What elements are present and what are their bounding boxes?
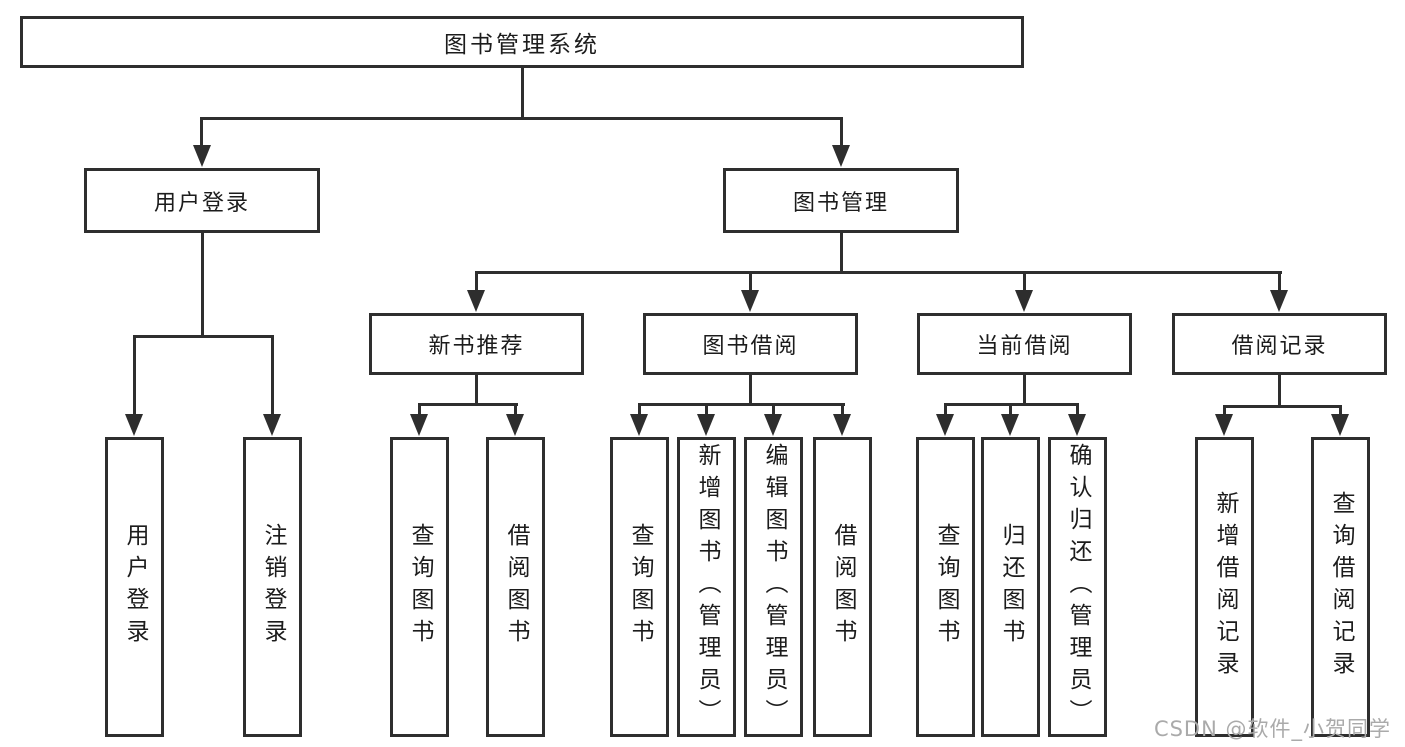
arrow-down-icon [263, 414, 281, 436]
arrow-down-icon [467, 290, 485, 312]
connector-line [521, 68, 524, 118]
leaf-logout: 注销登录 [243, 437, 302, 737]
arrow-down-icon [741, 290, 759, 312]
connector-line [475, 271, 1282, 274]
connector-line [514, 403, 517, 418]
arrow-down-icon [833, 414, 851, 436]
leaf-records-query-record: 查询借阅记录 [1311, 437, 1370, 737]
connector-line [201, 117, 843, 120]
connector-line [840, 233, 843, 273]
leaf-borrow-edit-books-admin: 编辑图书（管理员） [744, 437, 803, 737]
leaf-current-query-books: 查询图书 [916, 437, 975, 737]
leaf-rec-query-books: 查询图书 [390, 437, 449, 737]
connector-line [638, 403, 845, 406]
leaf-rec-borrow-books: 借阅图书 [486, 437, 545, 737]
node-current-borrow: 当前借阅 [917, 313, 1132, 375]
connector-line [1076, 403, 1079, 418]
leaf-borrow-query-books: 查询图书 [610, 437, 669, 737]
arrow-down-icon [506, 414, 524, 436]
leaf-records-add-record: 新增借阅记录 [1195, 437, 1254, 737]
node-borrow-records: 借阅记录 [1172, 313, 1387, 375]
arrow-down-icon [1015, 290, 1033, 312]
connector-line [1009, 403, 1012, 418]
connector-line [705, 403, 708, 418]
connector-line [944, 403, 947, 418]
connector-line [1023, 271, 1026, 294]
leaf-user-login: 用户登录 [105, 437, 164, 737]
connector-line [1278, 271, 1281, 294]
connector-line [133, 335, 274, 338]
connector-line [772, 403, 775, 418]
connector-line [749, 271, 752, 294]
node-book-management: 图书管理 [723, 168, 959, 233]
leaf-current-confirm-return-admin: 确认归还（管理员） [1048, 437, 1107, 737]
connector-line [475, 271, 478, 294]
connector-line [201, 233, 204, 337]
connector-line [1339, 405, 1342, 418]
connector-line [418, 403, 518, 406]
connector-line [840, 117, 843, 149]
arrow-down-icon [1001, 414, 1019, 436]
node-user-login: 用户登录 [84, 168, 320, 233]
connector-line [1278, 375, 1281, 408]
arrow-down-icon [1215, 414, 1233, 436]
leaf-borrow-borrow-books: 借阅图书 [813, 437, 872, 737]
arrow-down-icon [832, 145, 850, 167]
connector-line [1023, 375, 1026, 406]
arrow-down-icon [410, 414, 428, 436]
arrow-down-icon [936, 414, 954, 436]
arrow-down-icon [1331, 414, 1349, 436]
node-book-borrow: 图书借阅 [643, 313, 858, 375]
csdn-watermark: CSDN @软件_小贺同学 [1153, 717, 1391, 741]
node-root-system: 图书管理系统 [20, 16, 1024, 68]
connector-line [200, 117, 203, 149]
arrow-down-icon [193, 145, 211, 167]
connector-line [841, 403, 844, 418]
arrow-down-icon [697, 414, 715, 436]
connector-line [1223, 405, 1342, 408]
connector-line [418, 403, 421, 418]
connector-line [133, 335, 136, 418]
arrow-down-icon [1270, 290, 1288, 312]
connector-line [271, 335, 274, 418]
leaf-current-return-books: 归还图书 [981, 437, 1040, 737]
connector-line [475, 375, 478, 406]
node-new-book-recommend: 新书推荐 [369, 313, 584, 375]
arrow-down-icon [764, 414, 782, 436]
connector-line [638, 403, 641, 418]
arrow-down-icon [125, 414, 143, 436]
arrow-down-icon [1068, 414, 1086, 436]
connector-line [749, 375, 752, 406]
connector-line [1223, 405, 1226, 418]
leaf-borrow-add-books-admin: 新增图书（管理员） [677, 437, 736, 737]
arrow-down-icon [630, 414, 648, 436]
